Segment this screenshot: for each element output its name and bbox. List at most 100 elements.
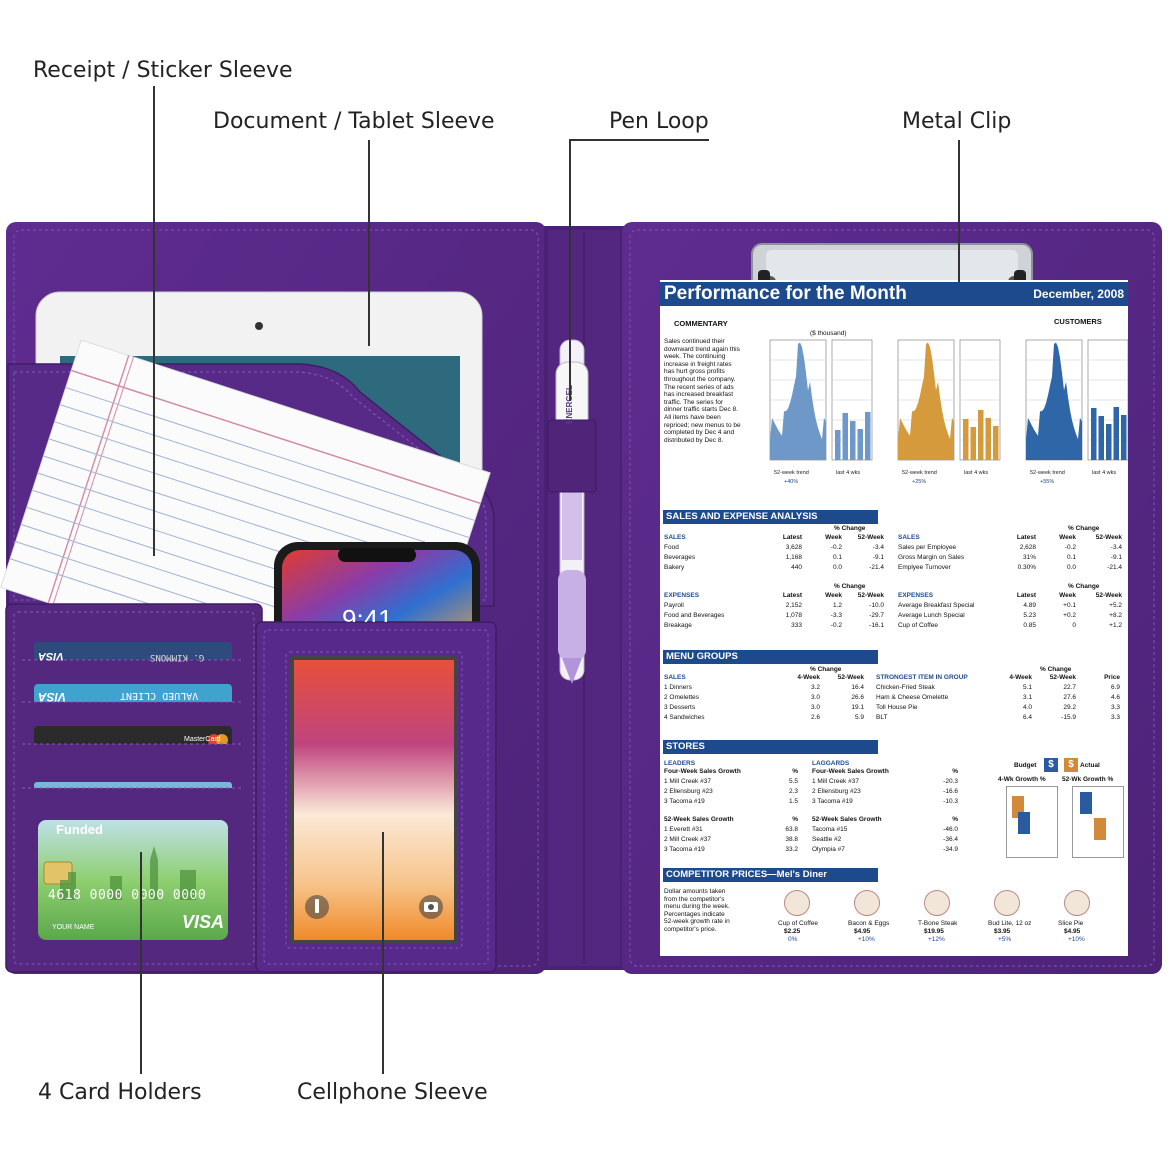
menu-value: 26.6 <box>851 694 864 701</box>
competitor-text: menu during the week. <box>664 903 730 911</box>
chart-caption: 52-week trend <box>902 470 937 476</box>
col-header: Week <box>825 592 842 599</box>
sales-left-value: 440 <box>791 564 802 571</box>
unit-label: ($ thousand) <box>810 330 847 337</box>
card-slot-1 <box>22 642 244 668</box>
commentary-line: has hurt gross profits <box>664 368 725 376</box>
sales-left-label: Bakery <box>664 564 685 571</box>
pct-head: % <box>952 816 958 823</box>
chart-caption: +55% <box>1040 479 1054 485</box>
phone-time: 9:41 <box>342 604 393 622</box>
commentary-line: increase in freight rates <box>664 360 732 368</box>
recent-bar <box>993 426 999 460</box>
commentary-line: has increased breakfast <box>664 391 734 399</box>
sales-left-value: 0.1 <box>832 554 842 561</box>
recent-bar <box>1113 407 1119 460</box>
col-header: 52-Week <box>857 534 884 541</box>
commentary-line: week. The continuing <box>664 353 726 361</box>
store-value: 33.2 <box>785 846 798 853</box>
commentary-line: dinner traffic starts Dec 8. <box>664 406 738 414</box>
budget-dollar-icon: $ <box>1044 758 1058 772</box>
pct-change-header: % Change <box>1068 525 1100 532</box>
store-value: -34.9 <box>943 846 958 853</box>
pen-leader-h <box>569 139 709 141</box>
card-brand: VISA <box>182 912 225 932</box>
expenses-right-value: 0.85 <box>1023 622 1036 629</box>
performance-report: Performance for the Month December, 2008… <box>660 280 1128 956</box>
sales-expense-title: SALES AND EXPENSE ANALYSIS <box>663 510 878 524</box>
competitor-item-pct: +12% <box>928 936 945 943</box>
store-name: 3 Tacoma #19 <box>664 798 705 805</box>
menu-value: 5.1 <box>1022 684 1032 691</box>
card-number: 4618 0000 0000 0000 <box>48 888 207 903</box>
menu-value: 27.6 <box>1063 694 1076 701</box>
card-slot-4 <box>22 782 244 796</box>
trend-area <box>1026 342 1082 460</box>
sales-left-label: Beverages <box>664 554 696 561</box>
menu-item: Ham & Cheese Omelette <box>876 694 949 701</box>
menu-item-icon <box>924 890 950 916</box>
wk52-growth-label: 52-Wk Growth % <box>1062 776 1114 783</box>
commentary-line: completed by Dec 4 and <box>664 429 735 437</box>
col-header: Latest <box>1016 592 1036 599</box>
commentary-line: repriced; new menus to be <box>664 421 741 429</box>
expenses-right-value: +8.2 <box>1109 612 1122 619</box>
document-leader <box>368 140 370 346</box>
menu-value: 4.0 <box>1022 704 1032 711</box>
store-name: Olympia #7 <box>812 846 845 853</box>
sales-right-label: Sales per Employee <box>898 544 957 551</box>
card2-name: VALUED CLIENT <box>120 690 199 701</box>
cards-leader <box>140 852 142 1074</box>
pen-loop <box>547 419 597 493</box>
fifty-two-head: 52-Week Sales Growth <box>664 816 734 823</box>
competitor-text: Dollar amounts taken <box>664 888 726 895</box>
recent-bar <box>963 419 969 460</box>
card-slot-2 <box>22 684 244 710</box>
competitor-text: competitor's price. <box>664 926 717 933</box>
menu-groups-title: MENU GROUPS <box>663 650 878 664</box>
card3-brand: MasterCard <box>184 736 221 743</box>
sales-right-label: Gross Margin on Sales <box>898 554 965 561</box>
clip-leader <box>958 140 960 282</box>
expenses-left-value: 1,078 <box>785 612 802 619</box>
store-value: 38.8 <box>785 836 798 843</box>
menu-value: 29.2 <box>1063 704 1076 711</box>
expenses-left-value: -10.0 <box>869 602 884 609</box>
trend-area <box>770 342 826 460</box>
menu-value: 3.2 <box>810 684 820 691</box>
recent-bar <box>970 427 976 460</box>
document-sleeve-label: Document / Tablet Sleeve <box>213 109 495 134</box>
phone-leader <box>382 832 384 1074</box>
credit-card <box>38 820 228 940</box>
competitor-item-pct: +10% <box>858 936 875 943</box>
four-week-head: Four-Week Sales Growth <box>664 768 741 775</box>
menu-value: 3.0 <box>810 704 820 711</box>
menu-item: 3 Desserts <box>664 704 696 711</box>
card1-name: G. KIMMONS <box>150 652 205 662</box>
recent-bar <box>1091 408 1097 460</box>
menu-item-icon <box>854 890 880 916</box>
menu-item-icon <box>1064 890 1090 916</box>
sales-left-value: -9.1 <box>872 554 884 561</box>
sales-left-value: -21.4 <box>869 564 884 571</box>
menu-value: 6.4 <box>1022 714 1032 721</box>
leaders-head: LEADERS <box>664 760 696 767</box>
expenses-right-label: Cup of Coffee <box>898 622 938 629</box>
competitor-item-price: $3.95 <box>994 928 1011 935</box>
chart-caption: +40% <box>784 479 798 485</box>
recent-bar <box>842 413 848 460</box>
expenses-right-value: 5.23 <box>1023 612 1036 619</box>
pct-change-header: % Change <box>834 525 866 532</box>
pen-leader-v <box>569 139 571 401</box>
recent-bar <box>1121 415 1127 460</box>
pct-change-header: % Change <box>1040 666 1072 673</box>
commentary-line: distributed by Dec 8. <box>664 436 724 444</box>
sales-right-value: -21.4 <box>1107 564 1122 571</box>
sales-left-head: SALES <box>664 534 686 541</box>
growth-bar <box>1080 792 1092 814</box>
store-value: -16.6 <box>943 788 958 795</box>
